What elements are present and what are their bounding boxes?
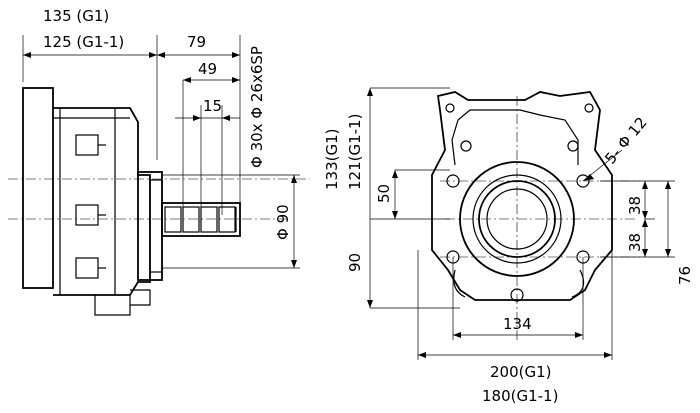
front-bottom-dimensions: [417, 250, 613, 360]
pump-housing-front: [431, 91, 613, 302]
dim-90: 90: [346, 253, 364, 272]
dim-pilot-dia: Φ 90: [274, 204, 292, 240]
dim-134: 134: [503, 315, 532, 333]
front-left-dimensions: [367, 87, 460, 309]
side-top-dimensions: [22, 35, 241, 215]
dim-height-g1-1: 121(G1-1): [346, 114, 364, 190]
dim-38-upper: 38: [626, 196, 644, 215]
front-view: 133(G1) 121(G1-1) 50 90: [323, 87, 694, 405]
dim-38-lower: 38: [626, 233, 644, 252]
dim-width-g1: 200(G1): [490, 363, 552, 381]
pilot-diameter-dimension: [162, 174, 300, 269]
dim-shaft-79: 79: [187, 33, 206, 51]
dim-height-g1: 133(G1): [323, 128, 341, 190]
dim-overall-g1-1: 125 (G1-1): [43, 33, 124, 51]
dim-holes: 5- Φ 12: [601, 114, 650, 168]
dim-76: 76: [676, 266, 694, 285]
side-view: 135 (G1) 125 (G1-1) 79 49 15 Φ 30x Φ 26x…: [8, 7, 310, 316]
holes-callout: [582, 149, 623, 182]
dim-overall-g1: 135 (G1): [43, 7, 109, 25]
dim-shaft-49: 49: [198, 60, 217, 78]
dim-shaft-15: 15: [203, 97, 222, 115]
dim-width-g1-1: 180(G1-1): [482, 387, 558, 405]
dim-spline: Φ 30x Φ 26x6SP: [248, 46, 266, 168]
dim-50: 50: [375, 184, 393, 203]
pump-housing-side: [22, 87, 163, 316]
drive-shaft: [161, 202, 241, 237]
front-right-dimensions: [600, 180, 675, 258]
